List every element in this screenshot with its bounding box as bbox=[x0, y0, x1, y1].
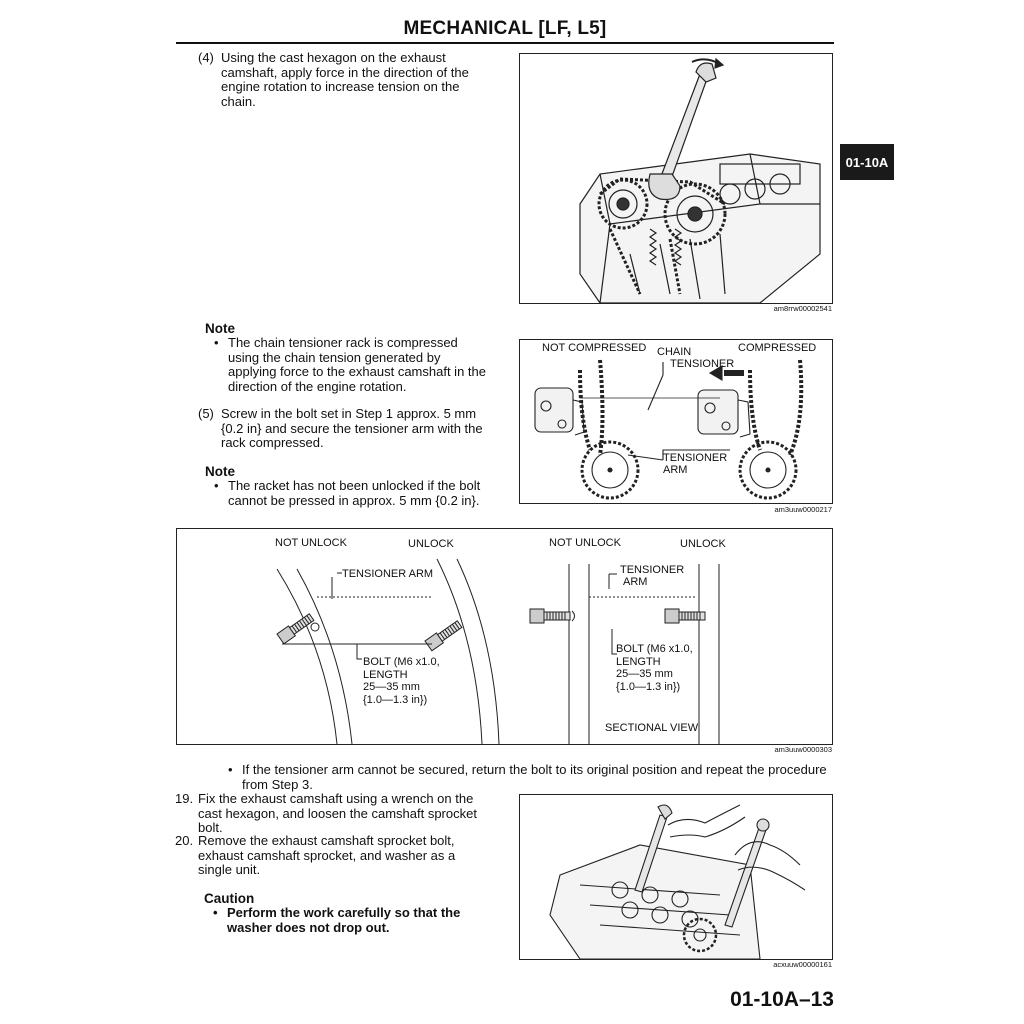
bolt-spec-line: LENGTH bbox=[616, 655, 661, 668]
figure-code: am3uuw0000217 bbox=[774, 505, 832, 514]
page-title: MECHANICAL [LF, L5] bbox=[403, 18, 607, 39]
caution-text: • Perform the work carefully so that the… bbox=[213, 905, 507, 935]
step-20-line: Remove the exhaust camshaft sprocket bol… bbox=[198, 833, 455, 848]
bolt-spec-line: 25—35 mm bbox=[363, 681, 420, 693]
bolt-spec-line: LENGTH bbox=[363, 668, 408, 681]
bolt-spec-line: {1.0—1.3 in}) bbox=[616, 680, 681, 693]
label-bolt-spec: BOLT (M6 x1.0, LENGTH 25—35 mm {1.0—1.3 … bbox=[616, 643, 693, 693]
label-not-unlock: NOT UNLOCK bbox=[549, 537, 621, 549]
figure-code: acxuuw00000161 bbox=[773, 960, 832, 969]
step-5-line: {0.2 in} and secure the tensioner arm wi… bbox=[221, 420, 483, 436]
note-heading: Note bbox=[205, 321, 235, 336]
step-5-number: (5) bbox=[198, 406, 214, 421]
step-5-line: Screw in the bolt set in Step 1 approx. … bbox=[221, 406, 477, 421]
chain-tensioner-illustration bbox=[534, 359, 804, 500]
label-unlock: UNLOCK bbox=[408, 538, 454, 550]
figure-loosen-sprocket-bolt bbox=[519, 794, 833, 960]
label-not-compressed: NOT COMPRESSED bbox=[542, 342, 647, 354]
bullet-point: • bbox=[214, 478, 219, 493]
label-tensioner-arm: TENSIONER ARM bbox=[342, 568, 434, 580]
figure-code: am3uuw0000303 bbox=[774, 745, 832, 754]
bullet-point: • bbox=[213, 905, 218, 920]
bullet-point: • bbox=[214, 335, 219, 350]
note-2-text: • The racket has not been unlocked if th… bbox=[214, 478, 498, 508]
label-tensioner-arm: TENSIONER bbox=[620, 564, 685, 576]
header-rule bbox=[176, 42, 834, 44]
note-line: The chain tensioner rack is compressed bbox=[228, 335, 458, 350]
bolt-spec-line: 25—35 mm bbox=[616, 668, 673, 680]
bullet-point: • bbox=[228, 762, 233, 777]
note-line: The racket has not been unlocked if the … bbox=[228, 478, 481, 493]
step-4-number: (4) bbox=[198, 50, 214, 65]
step-19-line: bolt. bbox=[198, 820, 223, 835]
label-chain-tensioner: TENSIONER bbox=[670, 358, 735, 370]
note-line: using the chain tension generated by bbox=[228, 349, 441, 365]
procedure-note: • If the tensioner arm cannot be secured… bbox=[228, 762, 842, 792]
note-line: applying force to the exhaust camshaft i… bbox=[228, 364, 486, 379]
step-4-line: chain. bbox=[221, 93, 256, 109]
label-not-unlock: NOT UNLOCK bbox=[275, 537, 347, 549]
label-sectional-view: SECTIONAL VIEW bbox=[605, 722, 699, 734]
figure-bolt-unlock: NOT UNLOCK UNLOCK TENSIONER ARM BOLT (M6… bbox=[176, 528, 833, 745]
step-19-text: Fix the exhaust camshaft using a wrench … bbox=[198, 791, 508, 836]
label-tensioner-arm: ARM bbox=[623, 576, 648, 588]
engine-wrench-illustration bbox=[579, 57, 821, 303]
caution-line: Perform the work carefully so that the bbox=[227, 905, 461, 920]
label-compressed: COMPRESSED bbox=[738, 342, 817, 354]
note-heading: Note bbox=[205, 464, 235, 479]
note-line: cannot be pressed in approx. 5 mm {0.2 i… bbox=[228, 492, 480, 508]
label-bolt-spec: BOLT (M6 x1.0, LENGTH 25—35 mm {1.0—1.3 … bbox=[363, 656, 440, 706]
procedure-note-line: If the tensioner arm cannot be secured, … bbox=[242, 762, 827, 777]
step-5-text: Screw in the bolt set in Step 1 approx. … bbox=[221, 406, 511, 451]
bolt-spec-line: {1.0—1.3 in}) bbox=[363, 693, 428, 706]
step-20-text: Remove the exhaust camshaft sprocket bol… bbox=[198, 833, 508, 878]
step-5-line: rack compressed. bbox=[221, 435, 324, 450]
label-tensioner-arm: ARM bbox=[663, 464, 688, 476]
step-19-line: cast hexagon, and loosen the camshaft sp… bbox=[198, 805, 477, 821]
bolt-spec-line: BOLT (M6 x1.0, bbox=[616, 643, 693, 655]
figure-code: am8rrw00002541 bbox=[773, 304, 832, 313]
step-20-number: 20. bbox=[175, 833, 194, 848]
step-20-line: single unit. bbox=[198, 862, 261, 877]
step-4-line: engine rotation to increase tension on t… bbox=[221, 79, 460, 94]
label-tensioner-arm: TENSIONER bbox=[663, 452, 728, 464]
step-19-line: Fix the exhaust camshaft using a wrench … bbox=[198, 791, 474, 806]
procedure-note-line: from Step 3. bbox=[242, 776, 313, 792]
bolt-unlock-illustration bbox=[276, 558, 720, 744]
figure-exhaust-camshaft-wrench bbox=[519, 53, 833, 304]
label-chain-tensioner: CHAIN bbox=[657, 346, 692, 358]
figure-chain-tensioner: NOT COMPRESSED CHAIN TENSIONER COMPRESSE… bbox=[519, 339, 833, 504]
step-20-line: exhaust camshaft sprocket, and washer as… bbox=[198, 847, 456, 863]
step-19-number: 19. bbox=[175, 791, 194, 806]
caution-line: washer does not drop out. bbox=[227, 919, 390, 935]
step-4-text: Using the cast hexagon on the exhaust ca… bbox=[221, 50, 511, 109]
label-unlock: UNLOCK bbox=[680, 538, 726, 550]
step-4-line: Using the cast hexagon on the exhaust bbox=[221, 50, 446, 65]
note-line: direction of the engine rotation. bbox=[228, 378, 407, 394]
note-1-text: • The chain tensioner rack is compressed… bbox=[214, 335, 498, 394]
section-tab: 01-10A bbox=[840, 144, 894, 180]
step-4-line: camshaft, apply force in the direction o… bbox=[221, 64, 469, 80]
hands-wrench-illustration bbox=[549, 804, 806, 959]
page-number: 01-10A–13 bbox=[730, 988, 834, 1011]
bolt-spec-line: BOLT (M6 x1.0, bbox=[363, 656, 440, 668]
caution-heading: Caution bbox=[204, 891, 255, 906]
